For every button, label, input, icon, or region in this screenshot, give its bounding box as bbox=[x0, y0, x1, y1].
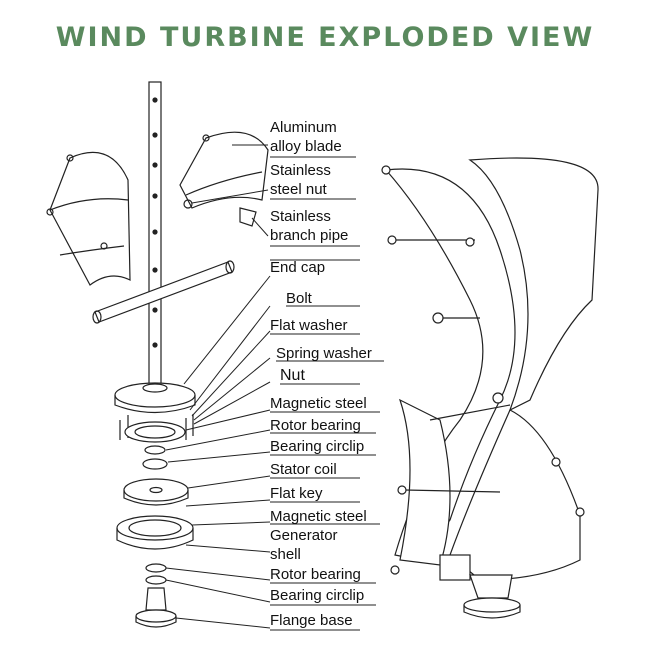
label-flat-key: Flat key bbox=[270, 485, 323, 502]
label-underlines bbox=[270, 156, 384, 631]
bearing-circlip-lower bbox=[145, 575, 167, 585]
label-magnetic-steel-lower: Magnetic steel bbox=[270, 508, 367, 525]
generator-shell bbox=[116, 515, 194, 550]
label-flange-base: Flange base bbox=[270, 612, 353, 629]
stator-coil bbox=[123, 478, 189, 506]
label-flat-washer: Flat washer bbox=[270, 317, 348, 334]
bearing-circlip-upper bbox=[142, 458, 168, 470]
upper-blade bbox=[179, 131, 269, 227]
central-shaft bbox=[148, 81, 162, 393]
label-bolt: Bolt bbox=[286, 290, 312, 307]
magnetic-steel-ring bbox=[124, 421, 186, 443]
label-spring-washer: Spring washer bbox=[276, 345, 372, 362]
left-blade bbox=[46, 151, 131, 286]
label-stator-coil: Stator coil bbox=[270, 461, 337, 478]
branch-pipe bbox=[92, 260, 235, 324]
label-bearing-circlip-upper: Bearing circlip bbox=[270, 438, 365, 455]
label-rotor-bearing-upper: Rotor bearing bbox=[270, 417, 361, 434]
rotor-bearing-upper bbox=[144, 445, 166, 455]
rotor-bearing-lower bbox=[145, 563, 167, 573]
flange-base bbox=[135, 587, 177, 628]
label-nut: Nut bbox=[280, 367, 305, 384]
label-bearing-circlip-lower: Bearing circlip bbox=[270, 587, 365, 604]
leader-lines bbox=[165, 144, 360, 629]
label-end-cap: End cap bbox=[270, 259, 326, 276]
label-magnetic-steel-upper: Magnetic steel bbox=[270, 395, 367, 412]
page-title: WIND TURBINE EXPLODED VIEW bbox=[55, 22, 595, 53]
end-cap bbox=[114, 382, 196, 414]
assembled-turbine bbox=[381, 157, 599, 619]
label-rotor-bearing-lower: Rotor bearing bbox=[270, 566, 361, 583]
